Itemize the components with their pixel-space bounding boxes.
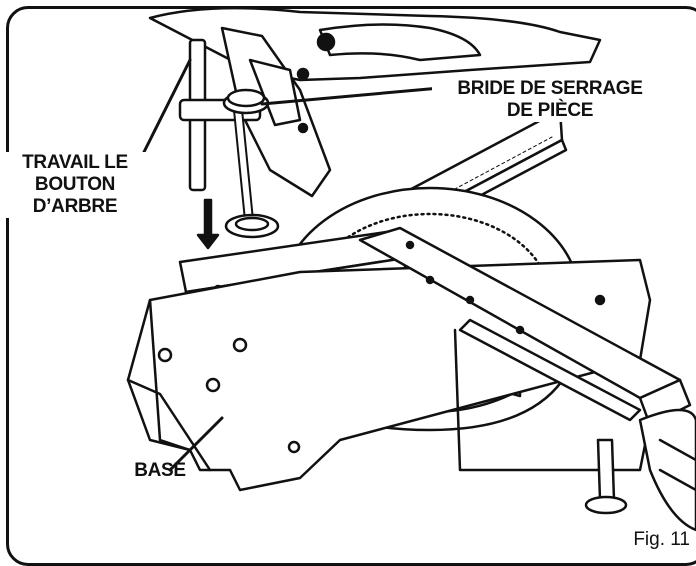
down-arrow [196, 198, 220, 250]
label-travail-line2: BOUTON [34, 174, 116, 195]
label-travail-line1: TRAVAIL LE [22, 152, 128, 173]
leader-travail [138, 58, 192, 162]
leader-bride [260, 86, 442, 106]
label-bride-de-serrage: BRIDE DE SERRAGE DE PIÈCE [432, 78, 668, 122]
figure-caption: Fig. 11 [633, 529, 690, 550]
handle [638, 408, 696, 532]
label-base: BASE [134, 460, 186, 481]
label-travail-bouton: TRAVAIL LE BOUTON D’ARBRE [4, 152, 146, 218]
leader-base [168, 416, 224, 472]
label-bride-line2: DE PIÈCE [506, 100, 594, 121]
label-travail-line3: D’ARBRE [32, 196, 118, 217]
label-bride-line1: BRIDE DE SERRAGE [457, 78, 643, 99]
